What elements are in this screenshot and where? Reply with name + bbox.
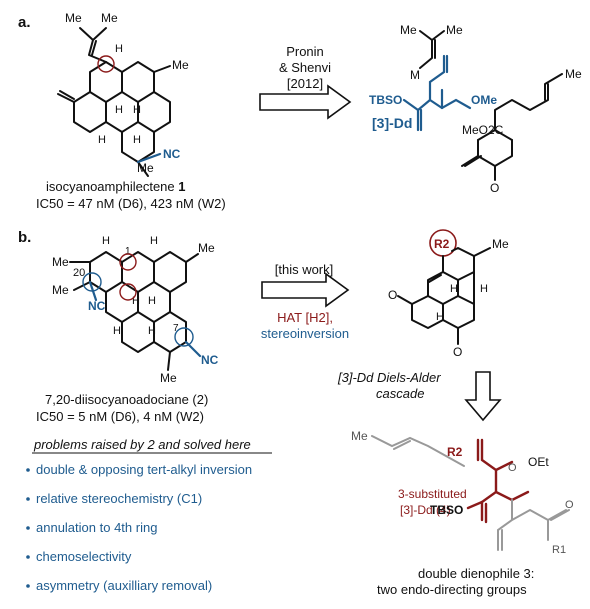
inversion-circle [82, 272, 102, 292]
stereocenter-circle [119, 253, 137, 271]
compound-1-ic50: IC50 = 47 nM (D6), 423 nM (W2) [36, 196, 226, 211]
r2-label: R2 [434, 237, 450, 251]
arrow-b-top: [this work] [275, 262, 334, 277]
me-label: Me [351, 429, 368, 443]
locant-20: 20 [73, 267, 85, 279]
substituted-line2: [3]-Dd (4) [400, 503, 451, 517]
me-label: Me [565, 67, 582, 81]
arrow-a-line1: Pronin [286, 44, 324, 59]
o-label: O [490, 181, 499, 195]
h-label: H [102, 235, 110, 247]
tbso-label: TBSO [369, 93, 402, 107]
h-label: H [148, 325, 156, 337]
compound-1-name: isocyanoamphilectene 1 [46, 179, 186, 194]
o-label: O [565, 499, 574, 511]
problem-item: relative stereochemistry (C1) [36, 491, 202, 506]
dienophile-line1: double dienophile 3: [418, 566, 534, 581]
me-label: Me [52, 255, 69, 269]
nc-label: NC [163, 147, 181, 161]
nc-label: NC [201, 353, 219, 367]
tricyclic-product: R2 Me O O H H H [388, 229, 509, 359]
stereocenter-circle [119, 283, 137, 301]
problem-item: chemoselectivity [36, 549, 132, 564]
h-label: H [150, 235, 158, 247]
tbso-label: TBSO [430, 503, 463, 517]
me-label: Me [160, 371, 177, 385]
me-label: Me [52, 283, 69, 297]
me-label: Me [172, 58, 189, 72]
me-label: Me [65, 11, 82, 25]
h-label: H [133, 134, 141, 146]
problems-list: double & opposing tert-alkyl inversion r… [36, 462, 252, 593]
reaction-arrow-cascade [464, 371, 502, 422]
oet-label: OEt [528, 455, 549, 469]
stereocenter-circle [97, 55, 115, 73]
co2me-label: MeO2C [462, 123, 504, 137]
h-label: H [148, 295, 156, 307]
me-label: Me [492, 237, 509, 251]
problem-item: annulation to 4th ring [36, 520, 157, 535]
h-label: H [98, 134, 106, 146]
arrow-a-line3: [2012] [287, 76, 323, 91]
panel-b-label: b. [18, 229, 31, 246]
h-label: H [436, 311, 444, 323]
me-label: Me [137, 161, 154, 175]
h-label: H [115, 43, 123, 55]
r1-label: R1 [552, 544, 566, 556]
h-label: H [113, 325, 121, 337]
arrow-a-line2: & Shenvi [279, 60, 331, 75]
compound-2-structure: Me Me Me Me NC NC 20 1 7 H H H H H H [52, 235, 219, 385]
arrow-b-bottom1: HAT [H2], [277, 310, 333, 325]
inversion-circle [174, 327, 194, 347]
h-label: H [132, 295, 140, 307]
o-label: O [388, 288, 397, 302]
h-label: H [115, 104, 123, 116]
locant-7: 7 [173, 323, 179, 334]
problem-item: double & opposing tert-alkyl inversion [36, 462, 252, 477]
reaction-arrow-b [261, 272, 350, 308]
panel-a-label: a. [18, 14, 31, 31]
me-label: Me [446, 23, 463, 37]
m-label: M [410, 68, 420, 82]
me-label: Me [198, 241, 215, 255]
problem-bullets [26, 468, 30, 588]
ome-label: OMe [471, 93, 497, 107]
cascade-line1: [3]-Dd Diels-Alder [337, 370, 441, 385]
me-label: Me [400, 23, 417, 37]
o-label: O [508, 462, 517, 474]
dienophile-line2: two endo-directing groups [377, 582, 527, 597]
locant-1: 1 [125, 246, 131, 257]
nc-label: NC [88, 299, 106, 313]
h-label: H [450, 283, 458, 295]
r2-label: R2 [447, 445, 463, 459]
compound-2-ic50: IC50 = 5 nM (D6), 4 nM (W2) [36, 409, 204, 424]
cascade-line2: cascade [376, 386, 424, 401]
cascade-structure: Me R2 OEt O 3-substituted [3]-Dd (4) TBS… [351, 429, 574, 556]
arrow-b-bottom2: stereoinversion [261, 326, 349, 341]
h-label: H [480, 283, 488, 295]
diene-label: [3]-Dd [372, 115, 412, 131]
compound-2-name: 7,20-diisocyanoadociane (2) [45, 392, 208, 407]
reaction-arrow-a [259, 84, 352, 120]
problems-heading: problems raised by 2 and solved here [33, 437, 251, 452]
compound-1-structure: Me Me Me Me NC H H H H H [57, 11, 189, 177]
o-label: O [453, 345, 462, 359]
problem-item: asymmetry (auxilliary removal) [36, 578, 212, 593]
fragment-structures: Me Me M TBSO OMe [3]-Dd Me MeO2C O [369, 23, 582, 195]
h-label: H [133, 104, 141, 116]
substituted-line1: 3-substituted [398, 487, 467, 501]
me-label: Me [101, 11, 118, 25]
